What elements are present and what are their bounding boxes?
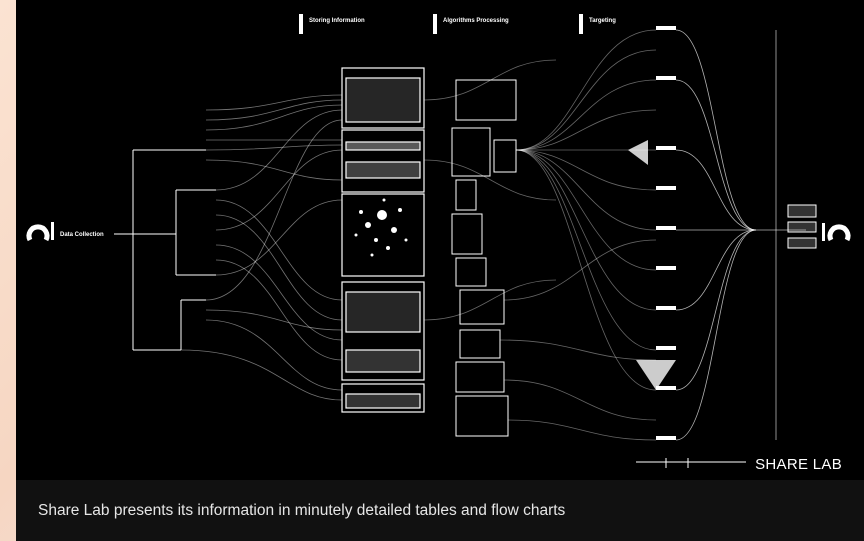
section-algorithms: Algorithms Processing: [443, 18, 509, 24]
image-frame: Storing Information Algorithms Processin…: [16, 0, 864, 541]
flow-diagram: Storing Information Algorithms Processin…: [16, 0, 864, 480]
section-marker-algorithms: [433, 14, 437, 34]
right-logo-bar: [822, 223, 825, 241]
left-tree: [114, 149, 216, 351]
image-caption: Share Lab presents its information in mi…: [16, 480, 864, 541]
bottom-strip: [636, 458, 746, 468]
network-graph: [354, 198, 408, 257]
data-collection-label: Data Collection: [60, 232, 104, 238]
storing-boxes: [341, 67, 425, 413]
section-marker-targeting: [579, 14, 583, 34]
algorithm-boxes: [451, 79, 517, 437]
targeting-fan: [675, 29, 806, 441]
section-marker-storing: [299, 14, 303, 34]
output-boxes: [787, 204, 817, 249]
section-targeting: Targeting: [589, 18, 616, 24]
right-logo-icon: [827, 224, 851, 242]
targeting-nodes: [628, 26, 676, 440]
flows-right: [423, 29, 657, 441]
section-storing: Storing Information: [309, 18, 365, 24]
left-logo-bar: [51, 222, 54, 240]
share-lab-watermark: SHARE LAB: [755, 456, 842, 473]
flows-left: [180, 94, 343, 401]
left-logo-icon: [26, 224, 50, 242]
